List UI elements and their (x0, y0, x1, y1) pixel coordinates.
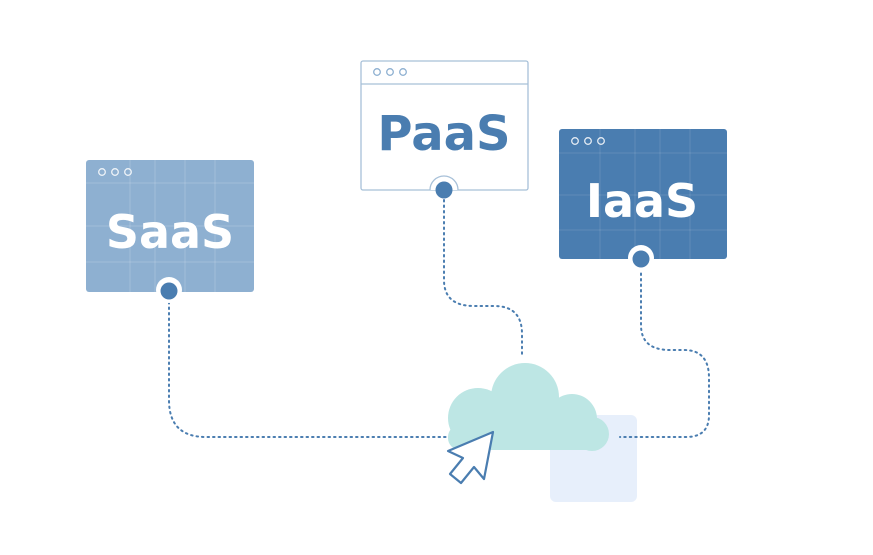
window-dots-icon (98, 168, 132, 176)
window-dots-icon (571, 137, 605, 145)
saas-connector-dot (160, 282, 178, 300)
connector-lines (168, 199, 710, 438)
paas-connector-dot (435, 181, 453, 199)
iaas-window-frame (559, 129, 727, 259)
saas-window: SaaS (86, 160, 254, 303)
cloud-icon (448, 363, 609, 451)
paas-window: PaaS (360, 60, 529, 199)
paas-connector (443, 199, 523, 356)
window-dots-icon (373, 68, 407, 76)
saas-label: SaaS (106, 205, 234, 259)
paas-label: PaaS (377, 106, 510, 162)
cursor-arrow-icon (446, 430, 495, 485)
iaas-label: IaaS (586, 174, 698, 228)
iaas-connector-dot (632, 250, 650, 268)
iaas-window: IaaS (559, 129, 727, 271)
iaas-connector (619, 267, 710, 438)
saas-window-frame (86, 160, 254, 292)
saas-connector (168, 301, 451, 438)
saas-window-grid (86, 160, 254, 292)
iaas-window-grid (559, 129, 727, 259)
